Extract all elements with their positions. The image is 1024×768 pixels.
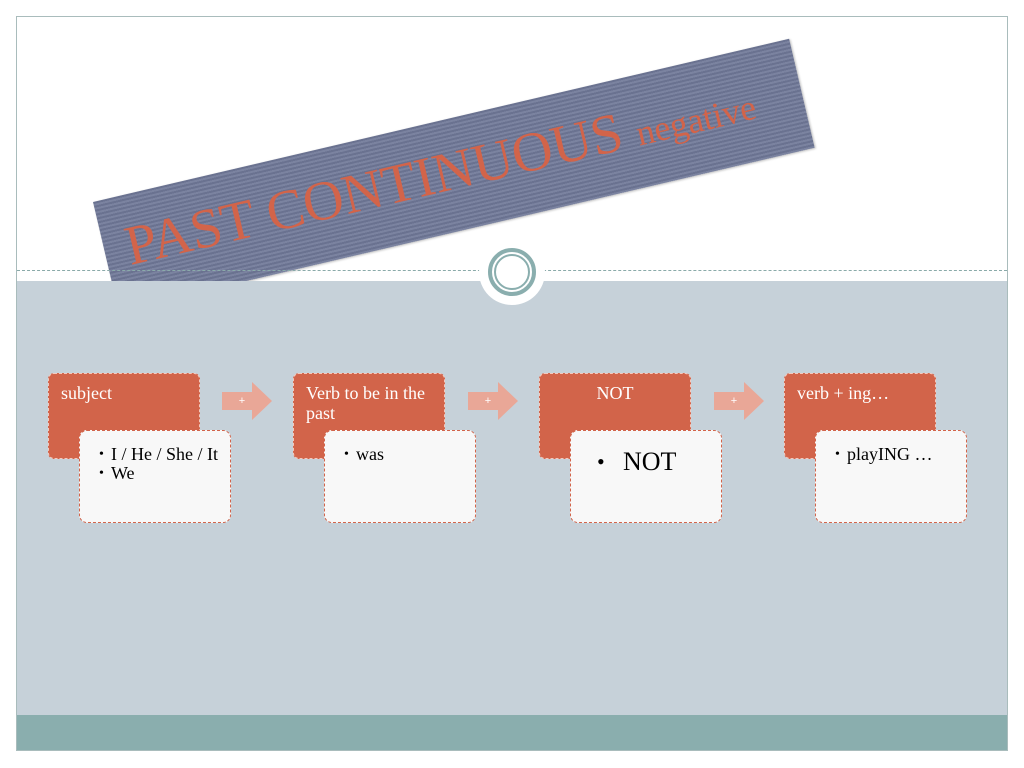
- step-item-list: playING …: [830, 445, 956, 465]
- step-verb-to-be-body: was: [324, 430, 476, 523]
- step-label: NOT: [596, 383, 634, 403]
- step-subject-body: I / He / She / It We: [79, 430, 231, 523]
- step-not-body: NOT: [570, 430, 722, 523]
- step-verb-ing-body: playING …: [815, 430, 967, 523]
- right-arrow-icon: [222, 382, 272, 420]
- step-label: verb + ing…: [797, 383, 890, 403]
- footer-band: [17, 715, 1007, 750]
- step-item-list: I / He / She / It We: [94, 445, 220, 484]
- right-arrow-icon: [468, 382, 518, 420]
- title-area: PAST CONTINUOUS negative: [17, 17, 1007, 312]
- divider-ring-ornament: [479, 239, 545, 305]
- slide-title: PAST CONTINUOUS negative: [119, 71, 762, 282]
- step-item: NOT: [597, 447, 711, 477]
- step-item-list: was: [339, 445, 465, 465]
- step-label: Verb to be in the past: [306, 383, 425, 423]
- connector-plus: +: [238, 395, 246, 407]
- title-main: PAST CONTINUOUS: [119, 101, 629, 278]
- step-item: was: [344, 445, 465, 465]
- connector-arrow-1: +: [222, 382, 272, 420]
- step-label: subject: [61, 383, 112, 403]
- right-arrow-icon: [714, 382, 764, 420]
- title-suffix: negative: [632, 86, 760, 154]
- connector-plus: +: [484, 395, 492, 407]
- connector-arrow-2: +: [468, 382, 518, 420]
- step-item: We: [99, 464, 220, 484]
- step-item-list: NOT: [589, 447, 711, 477]
- connector-plus: +: [730, 395, 738, 407]
- step-item: I / He / She / It: [99, 445, 220, 465]
- slide: PAST CONTINUOUS negative subject I / He …: [16, 16, 1008, 751]
- connector-arrow-3: +: [714, 382, 764, 420]
- step-item: playING …: [835, 445, 956, 465]
